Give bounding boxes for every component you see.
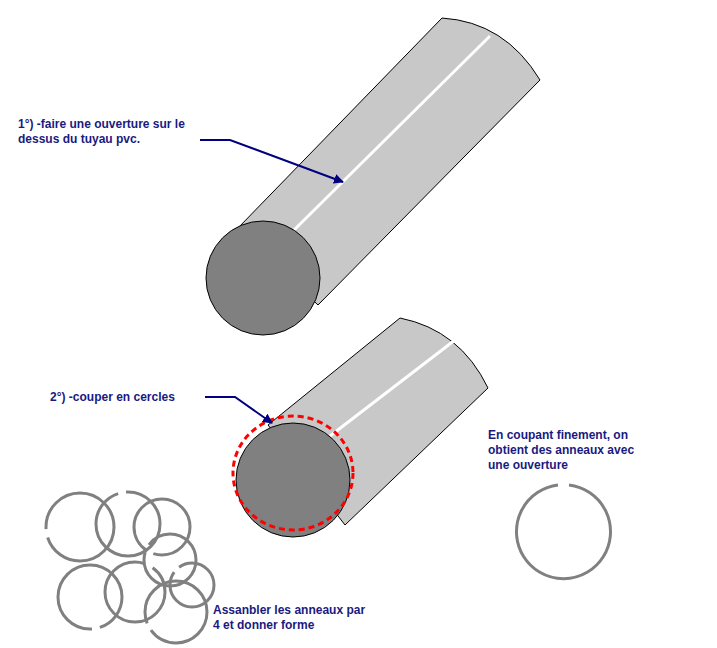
leader-arrow [205,397,272,423]
annotation-text: Assanbler les anneaux par 4 et donner fo… [213,603,373,633]
pvc-pipe-cut [233,318,488,537]
leader-arrow [200,140,343,182]
annotation-text: En coupant finement, on obtient des anne… [488,428,653,473]
ring-cluster [46,492,214,643]
ring [516,485,610,579]
annotation-text: 1°) -faire une ouverture sur le dessus d… [18,117,213,147]
annotation-text: 2°) -couper en cercles [50,390,200,405]
pvc-pipe [206,18,540,335]
